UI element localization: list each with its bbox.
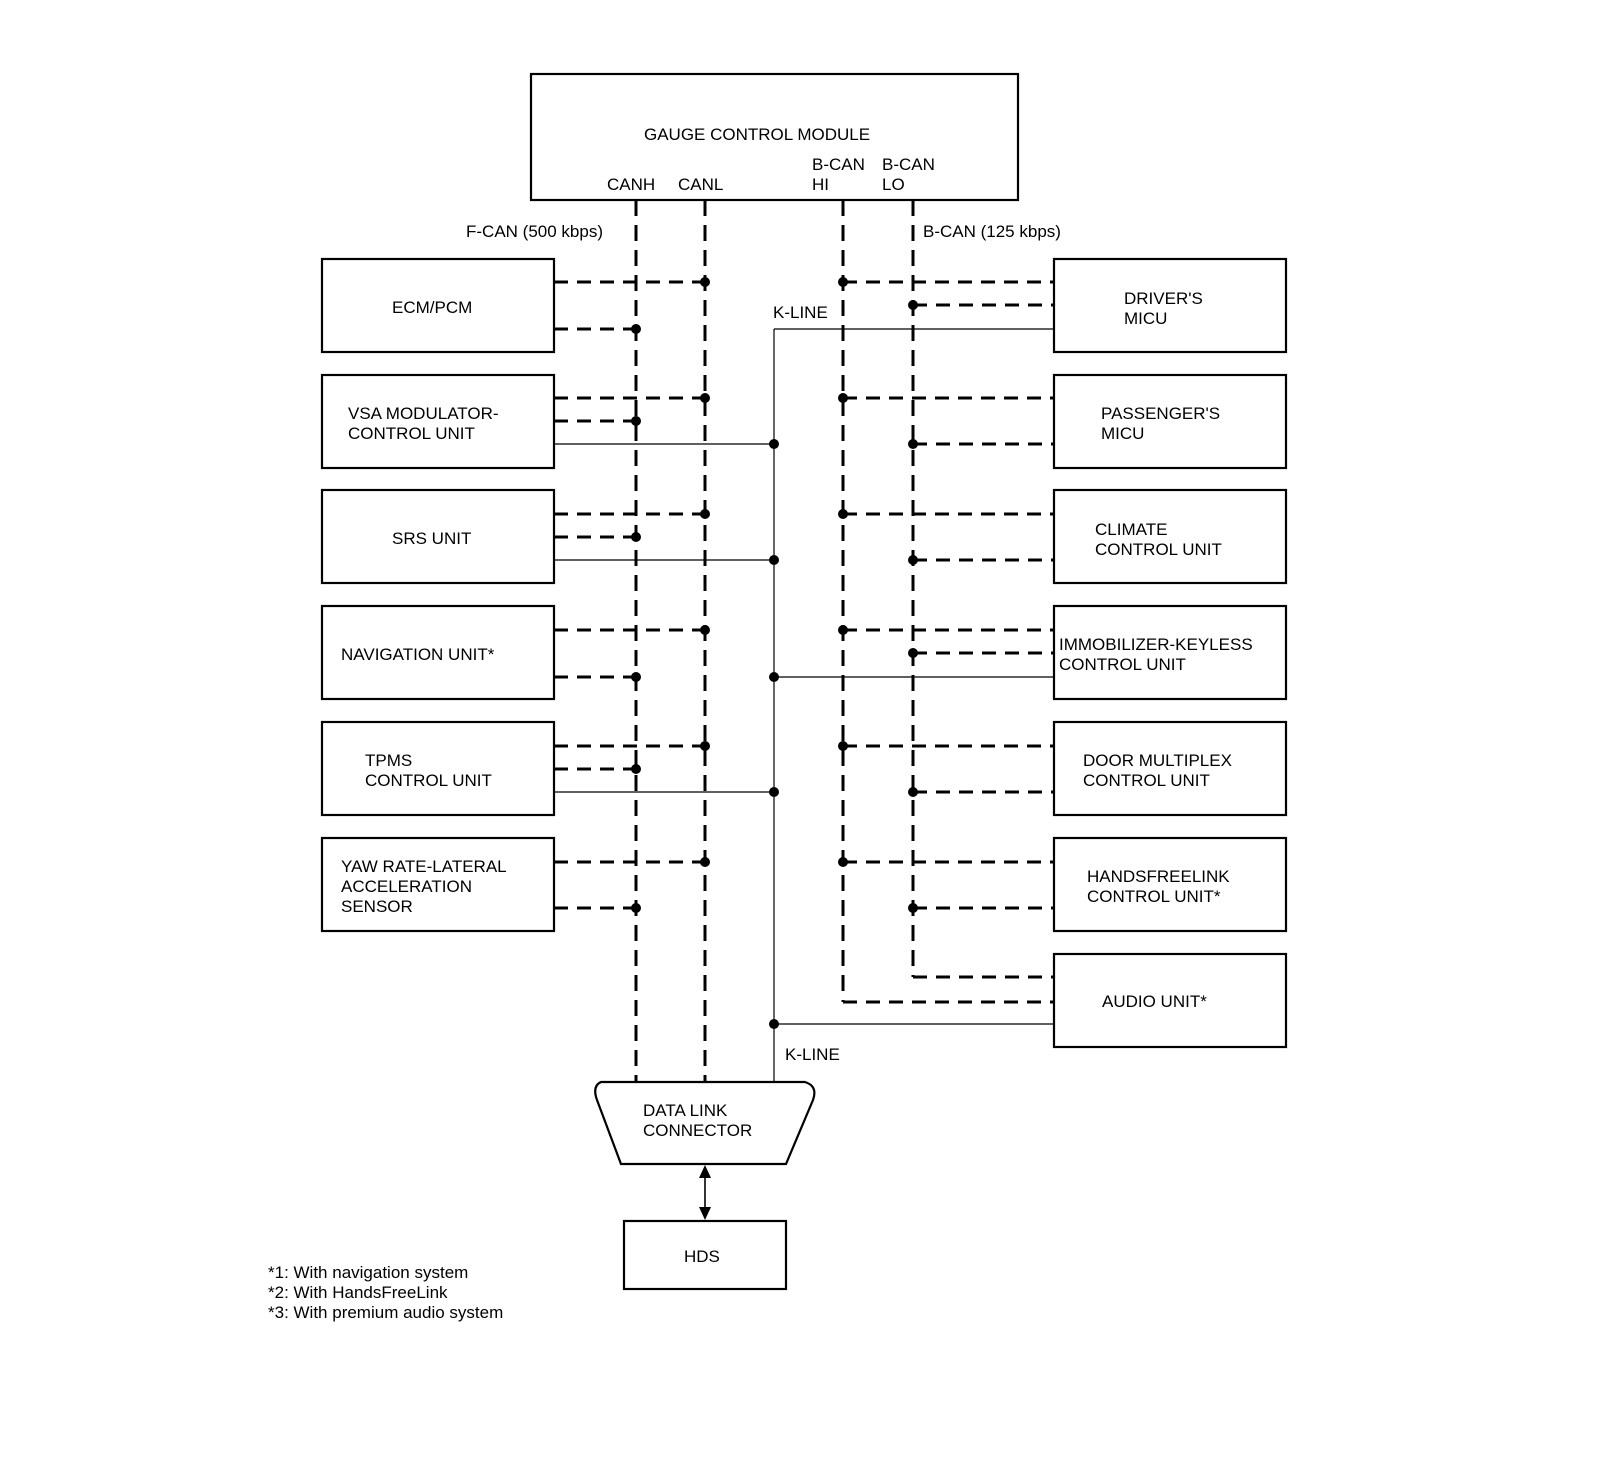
unit-audio-label: AUDIO UNIT*: [1102, 992, 1207, 1011]
canl-label: CANL: [678, 175, 723, 194]
bcan-lo-label-1: B-CAN: [882, 155, 935, 174]
dlc-hds-double-arrow: [699, 1165, 711, 1220]
bcan-hi-label-1: B-CAN: [812, 155, 865, 174]
kline-top-label: K-LINE: [773, 303, 828, 322]
bcan-speed-label: B-CAN (125 kbps): [923, 222, 1061, 241]
right-bus-taps: [769, 277, 1054, 1029]
unit-yaw-rate-label-2: ACCELERATION: [341, 877, 472, 896]
unit-tpms: TPMS CONTROL UNIT: [320, 720, 556, 817]
unit-yaw-rate-sensor: YAW RATE-LATERAL ACCELERATION SENSOR: [320, 836, 556, 933]
unit-door-multiplex-label-1: DOOR MULTIPLEX: [1083, 751, 1232, 770]
unit-yaw-rate-label-1: YAW RATE-LATERAL: [341, 857, 507, 876]
unit-drivers-micu: DRIVER'S MICU: [1052, 257, 1288, 354]
unit-audio: AUDIO UNIT*: [1052, 952, 1288, 1049]
unit-yaw-rate-label-3: SENSOR: [341, 897, 413, 916]
gauge-control-module: GAUGE CONTROL MODULE CANH CANL B-CAN HI …: [529, 72, 1020, 202]
unit-srs-label: SRS UNIT: [392, 529, 471, 548]
unit-climate-control: CLIMATE CONTROL UNIT: [1052, 488, 1288, 585]
left-units: ECM/PCM VSA MODULATOR- CONTROL UNIT SRS …: [320, 257, 779, 933]
unit-drivers-micu-label-1: DRIVER'S: [1124, 289, 1203, 308]
unit-passengers-micu-label-2: MICU: [1101, 424, 1144, 443]
dlc-label-1: DATA LINK: [643, 1101, 728, 1120]
footnotes: *1: With navigation system *2: With Hand…: [268, 1263, 503, 1322]
bcan-hi-label-2: HI: [812, 175, 829, 194]
unit-ecm-pcm-label: ECM/PCM: [392, 298, 472, 317]
unit-handsfreelink-label-2: CONTROL UNIT*: [1087, 887, 1221, 906]
unit-immobilizer-label-2: CONTROL UNIT: [1059, 655, 1186, 674]
hds-label: HDS: [684, 1247, 720, 1266]
fcan-speed-label: F-CAN (500 kbps): [466, 222, 603, 241]
dlc-label-2: CONNECTOR: [643, 1121, 752, 1140]
footnote-1: *1: With navigation system: [268, 1263, 468, 1282]
vertical-buses: [634, 200, 915, 1082]
footnote-3: *3: With premium audio system: [268, 1303, 503, 1322]
unit-climate-control-label-2: CONTROL UNIT: [1095, 540, 1222, 559]
unit-drivers-micu-label-2: MICU: [1124, 309, 1167, 328]
data-link-connector: DATA LINK CONNECTOR: [594, 1080, 816, 1166]
unit-passengers-micu-label-1: PASSENGER'S: [1101, 404, 1220, 423]
unit-srs: SRS UNIT: [320, 488, 556, 585]
unit-vsa-modulator-label-1: VSA MODULATOR-: [348, 404, 499, 423]
unit-navigation-label: NAVIGATION UNIT*: [341, 645, 495, 664]
footnote-2: *2: With HandsFreeLink: [268, 1283, 448, 1302]
unit-climate-control-label-1: CLIMATE: [1095, 520, 1167, 539]
unit-door-multiplex-label-2: CONTROL UNIT: [1083, 771, 1210, 790]
hds-box: HDS: [622, 1219, 788, 1291]
right-units: DRIVER'S MICU PASSENGER'S MICU CLIMATE C…: [769, 257, 1288, 1049]
left-bus-taps: [554, 277, 779, 913]
canh-label: CANH: [607, 175, 655, 194]
unit-navigation: NAVIGATION UNIT*: [320, 604, 556, 701]
unit-vsa-modulator-label-2: CONTROL UNIT: [348, 424, 475, 443]
bcan-lo-label-2: LO: [882, 175, 905, 194]
unit-door-multiplex: DOOR MULTIPLEX CONTROL UNIT: [1052, 720, 1288, 817]
unit-immobilizer-keyless: IMMOBILIZER-KEYLESS CONTROL UNIT: [1052, 604, 1288, 701]
unit-immobilizer-label-1: IMMOBILIZER-KEYLESS: [1059, 635, 1253, 654]
unit-passengers-micu: PASSENGER'S MICU: [1052, 373, 1288, 470]
unit-handsfreelink-label-1: HANDSFREELINK: [1087, 867, 1230, 886]
unit-handsfreelink: HANDSFREELINK CONTROL UNIT*: [1052, 836, 1288, 933]
unit-ecm-pcm: ECM/PCM: [320, 257, 556, 354]
unit-tpms-label-1: TPMS: [365, 751, 412, 770]
unit-vsa-modulator: VSA MODULATOR- CONTROL UNIT: [320, 373, 556, 470]
unit-tpms-label-2: CONTROL UNIT: [365, 771, 492, 790]
gauge-control-module-title: GAUGE CONTROL MODULE: [644, 125, 870, 144]
kline-bottom-label: K-LINE: [785, 1045, 840, 1064]
